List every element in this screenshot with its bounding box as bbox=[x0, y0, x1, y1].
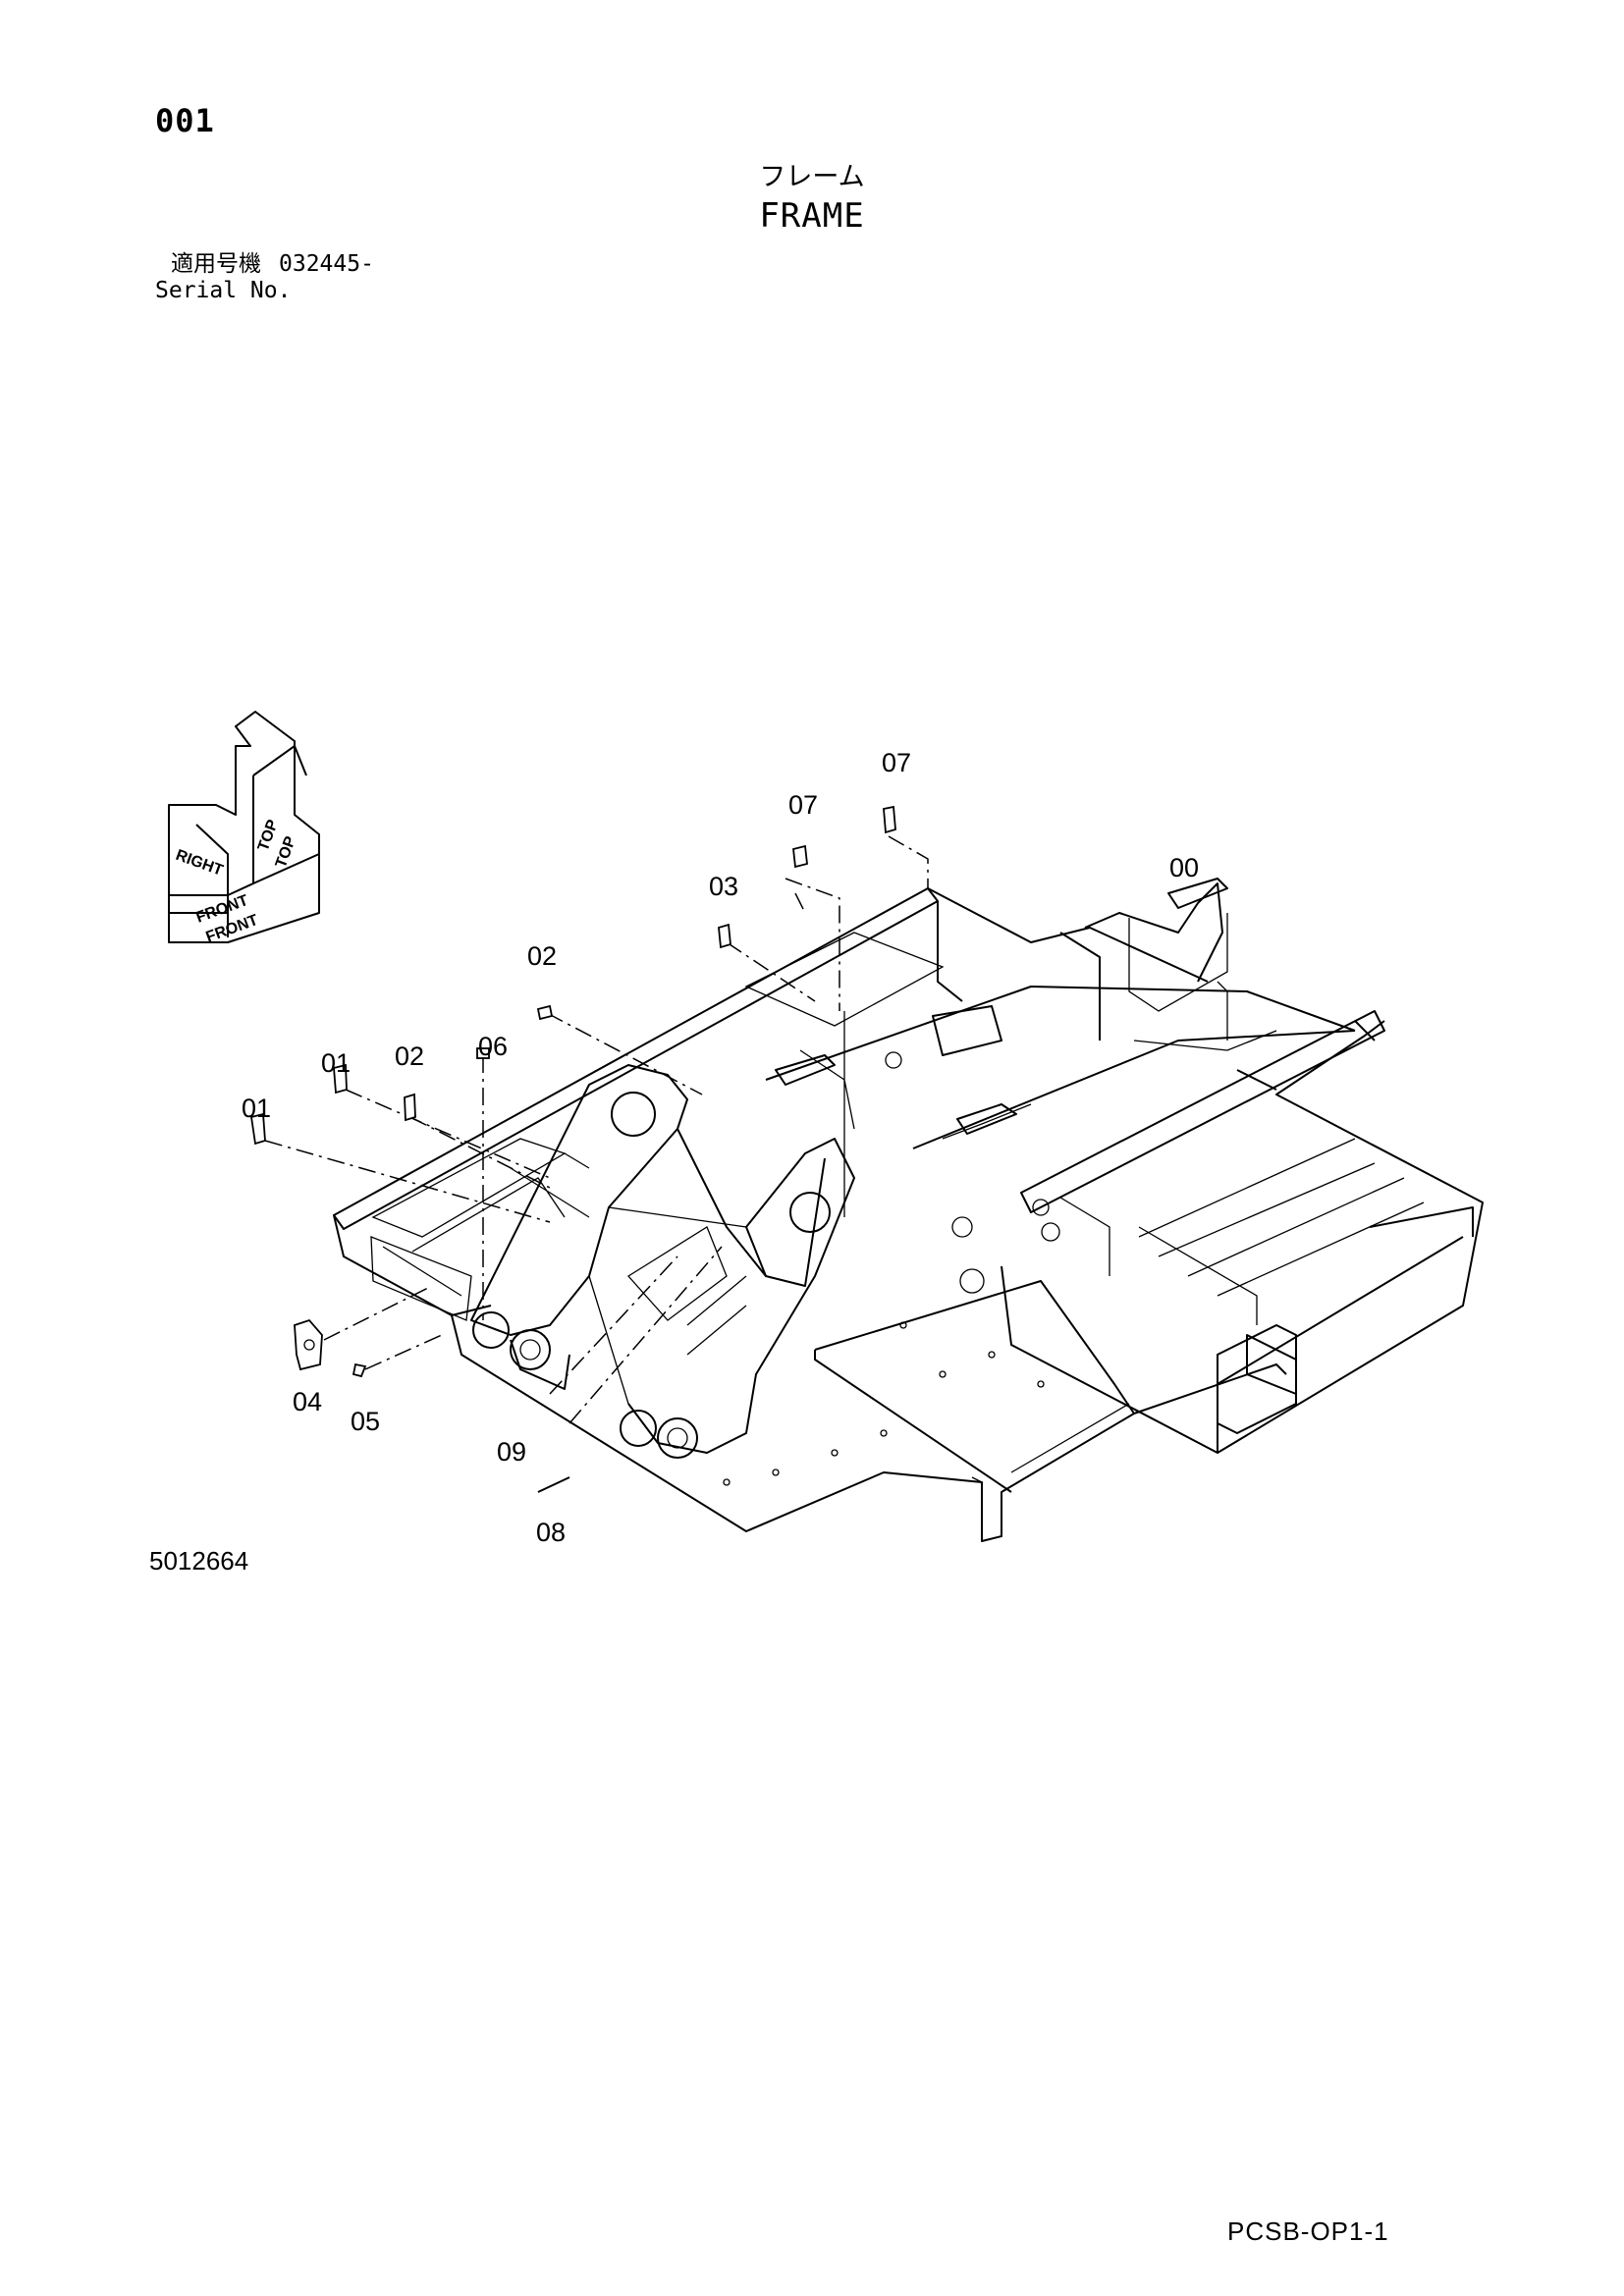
callout-02-upper: 02 bbox=[527, 941, 557, 971]
callout-labels: 00 01 01 02 02 03 04 05 06 07 07 08 09 bbox=[242, 748, 1199, 1547]
orientation-indicator: TOP TOP RIGHT FRONT FRONT bbox=[168, 711, 320, 946]
page-code: PCSB-OP1-1 bbox=[1227, 2216, 1389, 2246]
callout-07-right: 07 bbox=[882, 748, 911, 777]
callout-04: 04 bbox=[293, 1387, 322, 1416]
callout-02-lower: 02 bbox=[395, 1041, 424, 1071]
serial-label-jp: 適用号機 bbox=[171, 251, 261, 277]
page-number: 001 bbox=[155, 102, 215, 139]
callout-05: 05 bbox=[351, 1407, 380, 1436]
callout-00: 00 bbox=[1169, 853, 1199, 882]
callout-06: 06 bbox=[478, 1032, 508, 1061]
small-parts bbox=[249, 805, 896, 1493]
serial-label-en: Serial No. bbox=[155, 278, 292, 303]
callout-09: 09 bbox=[497, 1437, 526, 1467]
callout-08: 08 bbox=[536, 1518, 566, 1547]
callout-01-upper: 01 bbox=[321, 1048, 351, 1078]
drawing-number: 5012664 bbox=[149, 1546, 249, 1575]
page-title: FRAME bbox=[759, 196, 865, 236]
callout-07-left: 07 bbox=[788, 790, 818, 820]
dir-right-label: RIGHT bbox=[174, 847, 226, 880]
title-japanese: フレーム bbox=[759, 162, 865, 192]
callout-03: 03 bbox=[709, 872, 738, 901]
callout-01-lower: 01 bbox=[242, 1094, 271, 1123]
leader-lines bbox=[264, 835, 929, 1424]
serial-block: 適用号機 032445- Serial No. bbox=[155, 251, 374, 304]
main-frame bbox=[333, 878, 1484, 1542]
serial-value: 032445- bbox=[279, 251, 374, 277]
